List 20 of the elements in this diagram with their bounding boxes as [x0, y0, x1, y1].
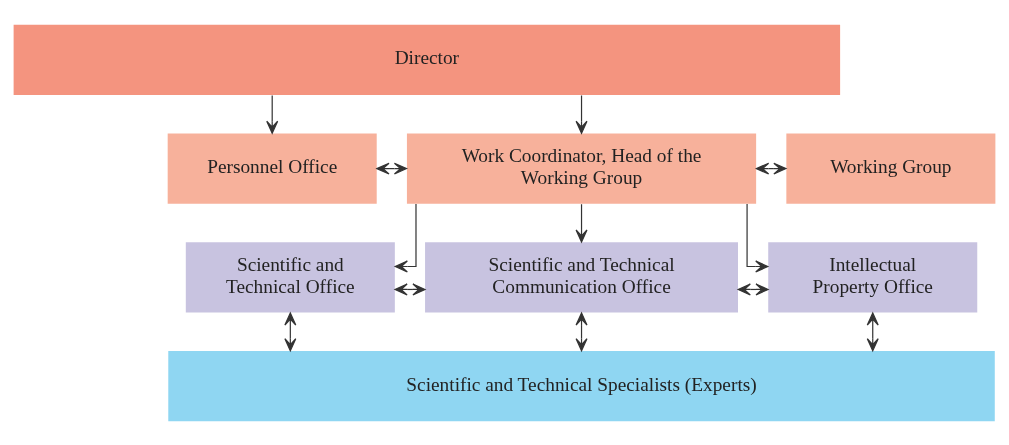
arrow [284, 311, 297, 351]
arrow [575, 94, 588, 134]
arrow [575, 311, 588, 351]
arrow [746, 202, 769, 273]
node-box: Personnel Office [167, 133, 377, 204]
node-box: Scientific and Technical Specialists (Experts) [168, 350, 995, 421]
node-box: Director [13, 24, 841, 95]
arrow [394, 202, 417, 273]
node-box: Scientific and Technical Office [185, 241, 395, 312]
arrow [866, 311, 879, 351]
arrow [737, 282, 769, 295]
arrow [376, 162, 408, 175]
arrow [755, 162, 787, 175]
node-box: Working Group [786, 133, 996, 204]
arrow [266, 94, 279, 134]
arrow [394, 282, 426, 295]
node-box: Intellectual Property Office [768, 241, 978, 312]
node-box: Work Coordinator, Head of the Working Group [406, 133, 757, 204]
node-box: Scientific and Technical Communication Office [425, 241, 738, 312]
arrow [575, 203, 588, 243]
